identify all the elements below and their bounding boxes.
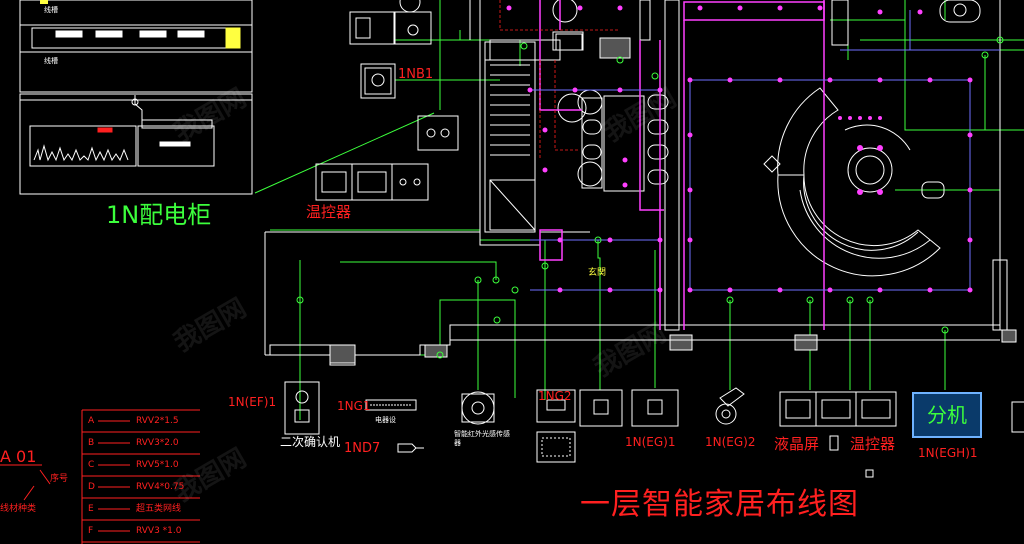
device-label-nd7: 1ND7 bbox=[344, 441, 381, 456]
panel-row-label: 线槽 bbox=[44, 57, 58, 65]
device-label-eg1: 1N(EG)1 bbox=[625, 435, 676, 449]
legend-value: 超五类网线 bbox=[136, 504, 182, 514]
panel-label: 1N配电柜 bbox=[106, 201, 212, 229]
legend-key: F bbox=[88, 526, 94, 536]
legend-value: RVV3 *1.0 bbox=[136, 526, 182, 536]
device-label-sensor: 智能红外光感传感器 bbox=[454, 430, 510, 448]
device-label-confirm: 二次确认机 bbox=[280, 435, 341, 449]
floor-plan-walls bbox=[264, 0, 1017, 366]
legend-key: B bbox=[88, 438, 95, 448]
hall-label: 玄関 bbox=[588, 268, 607, 278]
device-symbols bbox=[284, 11, 1024, 478]
device-label-ef1: 1N(EF)1 bbox=[228, 395, 277, 409]
nb1-label: 1NB1 bbox=[398, 67, 434, 82]
legend-value: RVV3*2.0 bbox=[136, 438, 179, 448]
legend-table-lines bbox=[0, 409, 200, 544]
legend-serial-label: 序号 bbox=[50, 474, 69, 484]
legend-key: A bbox=[88, 416, 95, 426]
zone-lines bbox=[539, 0, 825, 330]
device-label-eg2: 1N(EG)2 bbox=[705, 435, 756, 449]
device-label-egh1: 1N(EGH)1 bbox=[918, 446, 978, 460]
panel-row-label: 线槽 bbox=[44, 6, 58, 14]
drawing-title: 一层智能家居布线图 bbox=[580, 487, 859, 522]
distribution-panel bbox=[19, 0, 253, 195]
ceiling-markers bbox=[506, 5, 973, 293]
legend-key: D bbox=[88, 482, 95, 492]
legend-key: C bbox=[88, 460, 95, 470]
legend-value: RVV2*1.5 bbox=[136, 416, 179, 426]
thermostat-label-top: 温控器 bbox=[306, 203, 352, 221]
legend-wire-label: 线材种类 bbox=[0, 504, 37, 514]
legend-code: A 01 bbox=[0, 447, 37, 466]
device-label-ng2: 1NG2 bbox=[538, 389, 572, 403]
device-label-ng1: 1NG1 bbox=[337, 399, 371, 413]
legend-value: RVV4*0.75 bbox=[136, 482, 185, 492]
extension-unit: 分机 bbox=[912, 392, 982, 438]
device-label-lcd: 液晶屏 bbox=[774, 435, 820, 453]
device-label-thermo: 温控器 bbox=[850, 435, 896, 453]
legend-value: RVV5*1.0 bbox=[136, 460, 179, 470]
junction-points bbox=[296, 36, 1004, 359]
legend-key: E bbox=[88, 504, 94, 514]
device-label-ng1-sub: 电器设 bbox=[375, 416, 396, 424]
